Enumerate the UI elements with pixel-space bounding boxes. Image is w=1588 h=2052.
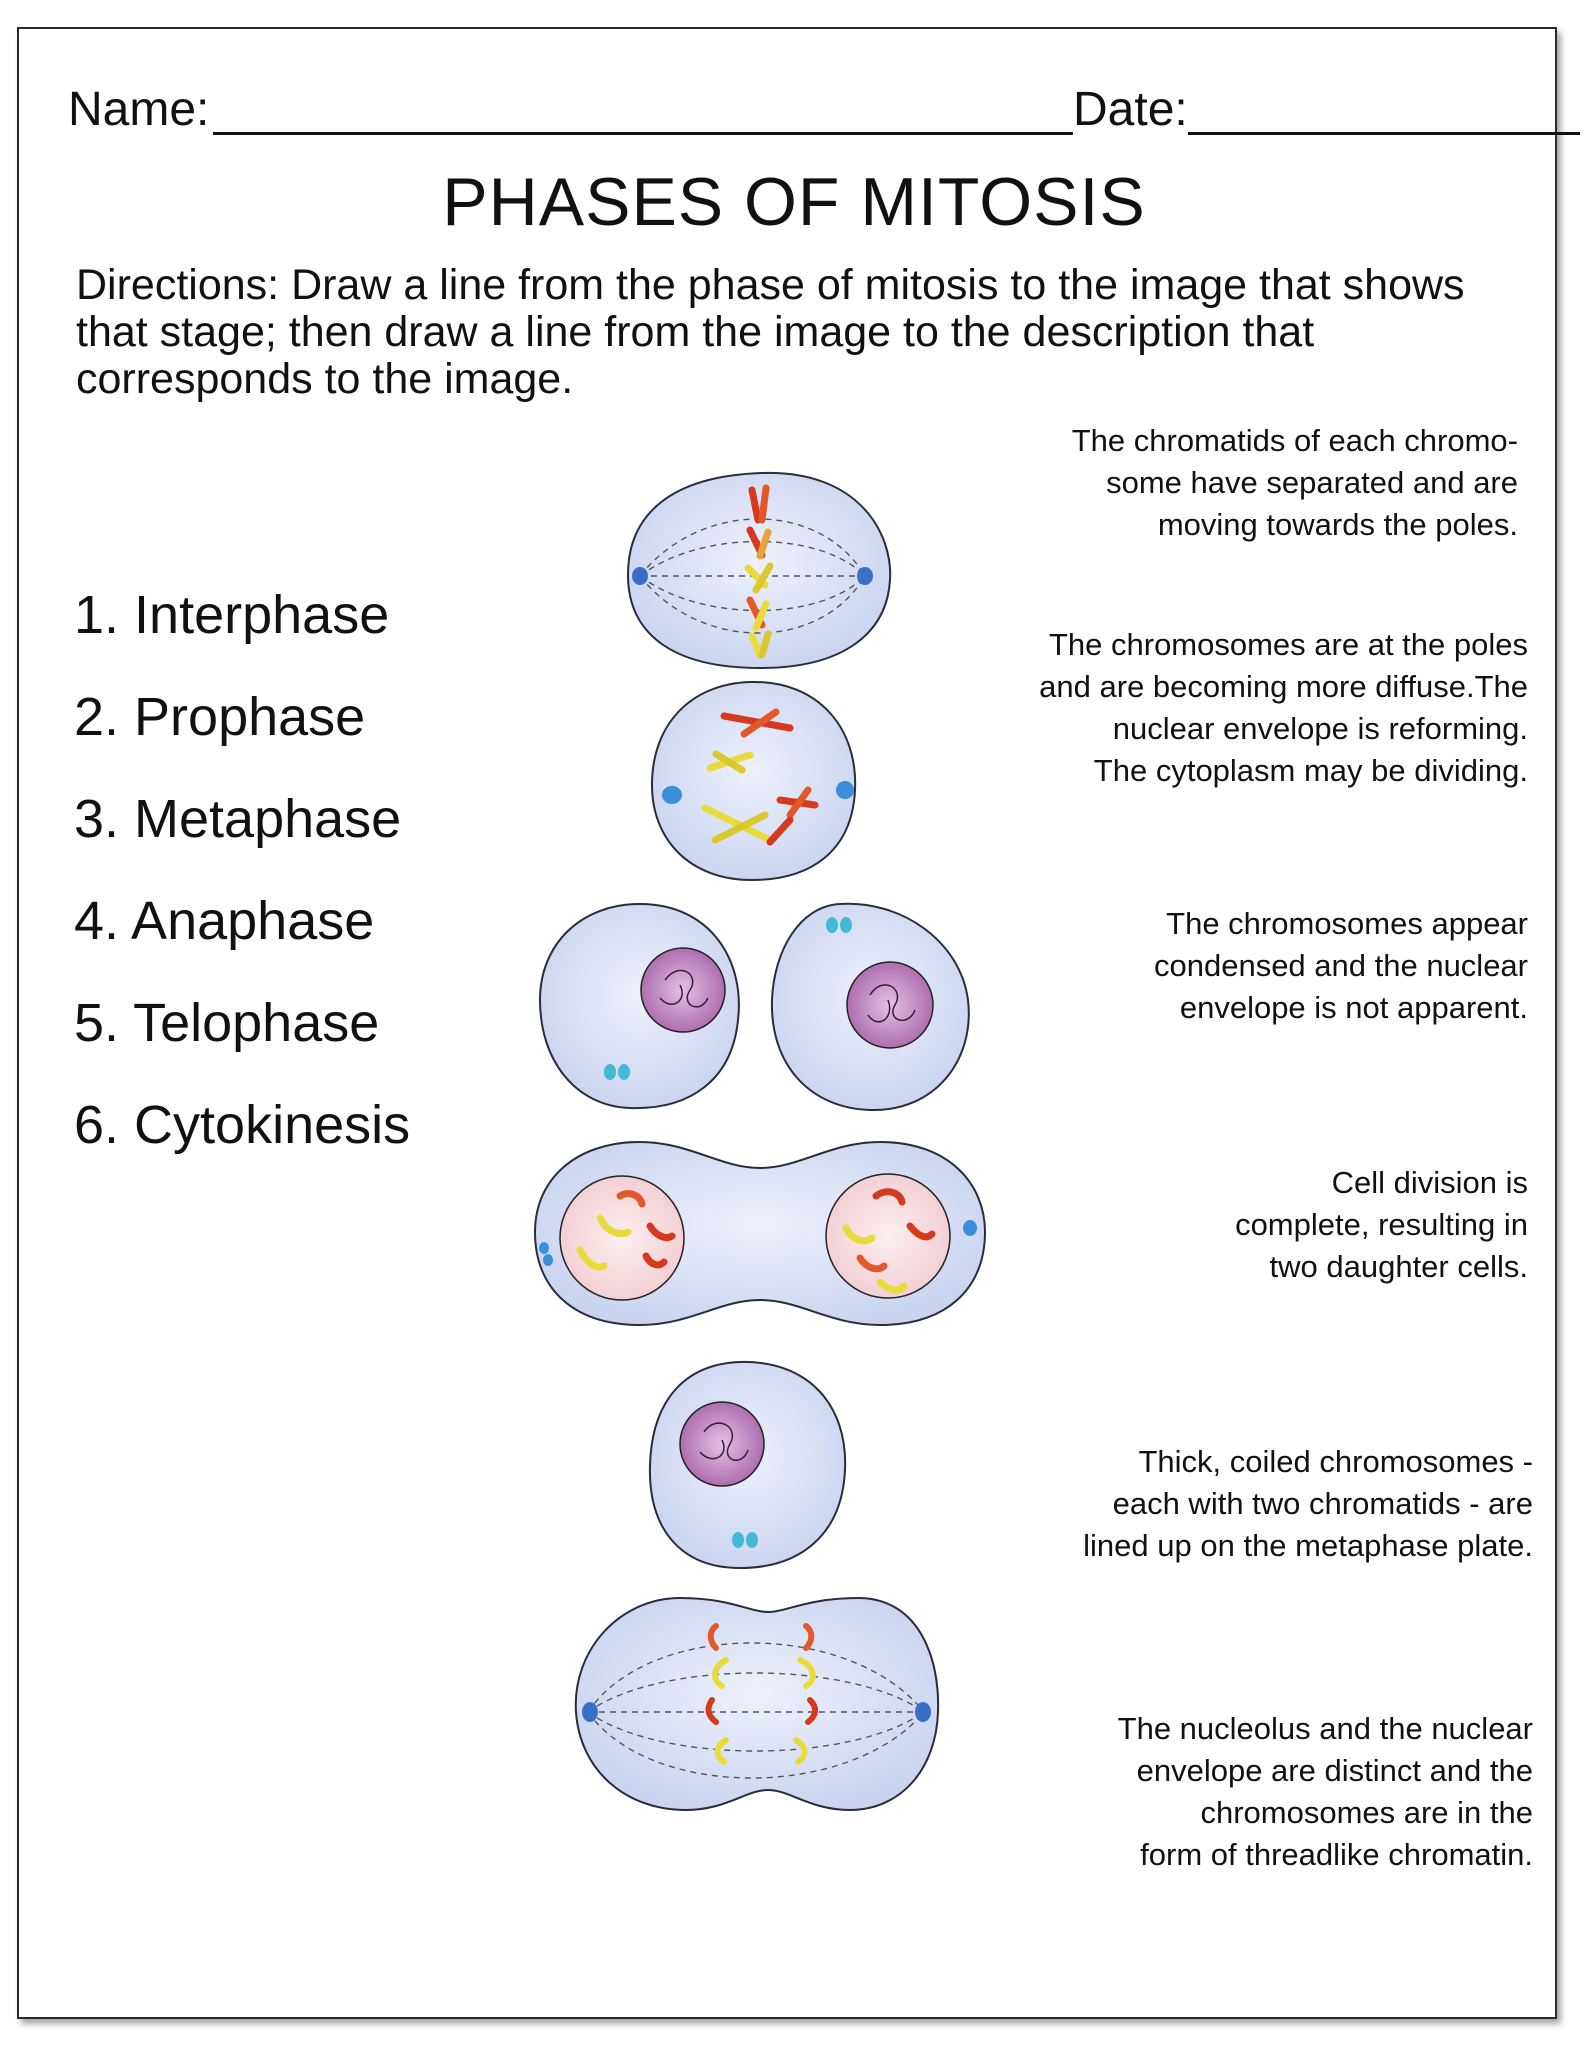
description-anaphase: The chromatids of each chromo- some have… [1072,420,1518,546]
description-line: The nucleolus and the nuclear [1117,1711,1533,1746]
phase-item-prophase: 2. Prophase [74,687,366,747]
directions-text: Directions: Draw a line from the phase o… [76,261,1465,403]
description-line: and are becoming more diffuse.The [1039,669,1528,704]
cytokinesis-cells-icon [538,902,970,1112]
description-line: The chromosomes are at the poles [1048,627,1528,662]
description-interphase: The nucleolus and the nuclear envelope a… [1118,1708,1533,1876]
description-telophase: The chromosomes are at the poles and are… [1039,624,1528,792]
description-metaphase: Thick, coiled chromosomes - each with tw… [1083,1441,1533,1567]
description-line: complete, resulting in [1235,1207,1528,1242]
metaphase-cell-icon [626,471,892,670]
date-field[interactable] [1188,132,1580,135]
date-label: Date: [1073,83,1188,136]
description-line: some have separated and are [1106,465,1518,500]
description-line: two daughter cells. [1269,1249,1528,1284]
phase-item-metaphase: 3. Metaphase [74,789,402,849]
description-line: condensed and the nuclear [1153,948,1528,983]
name-label: Name: [68,83,210,136]
description-line: envelope is not apparent. [1179,990,1528,1025]
description-line: The chromosomes appear [1166,906,1528,941]
description-line: The chromatids of each chromo- [1071,423,1518,458]
description-line: Thick, coiled chromosomes - [1138,1444,1533,1479]
page-title: PHASES OF MITOSIS [442,164,1146,240]
phase-item-cytokinesis: 6. Cytokinesis [74,1095,411,1155]
description-line: Cell division is [1331,1165,1528,1200]
phase-item-anaphase: 4. Anaphase [74,891,375,951]
description-line: chromosomes are in the [1200,1795,1533,1830]
description-line: lined up on the metaphase plate. [1083,1528,1533,1563]
description-line: The cytoplasm may be dividing. [1093,753,1528,788]
description-line: moving towards the poles. [1157,507,1518,542]
description-line: each with two chromatids - are [1112,1486,1533,1521]
telophase-cell-icon [533,1140,987,1327]
name-field[interactable] [213,132,1073,135]
prophase-cell-icon [650,680,857,882]
interphase-cell-icon [648,1360,847,1570]
description-prophase: The chromosomes appear condensed and the… [1154,903,1528,1029]
phase-item-interphase: 1. Interphase [74,585,390,645]
anaphase-cell-icon [574,1596,940,1812]
description-line: envelope are distinct and the [1136,1753,1533,1788]
header-row: Name: Date: [68,80,1580,140]
description-line: form of threadlike chromatin. [1140,1837,1533,1872]
description-cytokinesis: Cell division is complete, resulting in … [1235,1162,1528,1288]
phase-item-telophase: 5. Telophase [74,993,380,1053]
description-line: nuclear envelope is reforming. [1112,711,1528,746]
